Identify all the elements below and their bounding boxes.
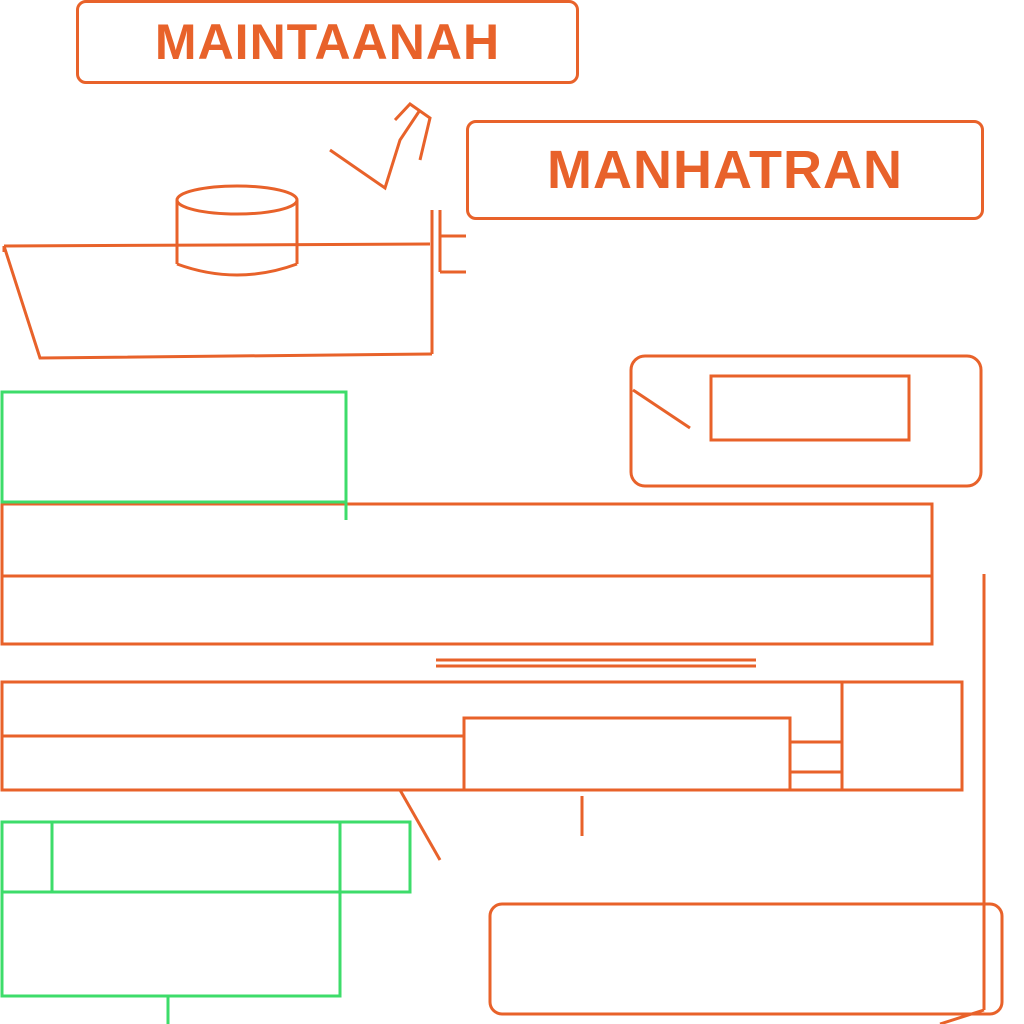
ship-hull-icon	[2, 210, 434, 360]
right-label-box: MANHATRAN	[466, 120, 984, 220]
cylinder-tank-icon	[175, 184, 299, 277]
top-label-text: MAINTAANAH	[154, 14, 501, 70]
right-label-text: MANHATRAN	[547, 140, 903, 200]
top-label-box: MAINTAANAH	[76, 0, 579, 84]
hook-icon	[329, 102, 432, 191]
